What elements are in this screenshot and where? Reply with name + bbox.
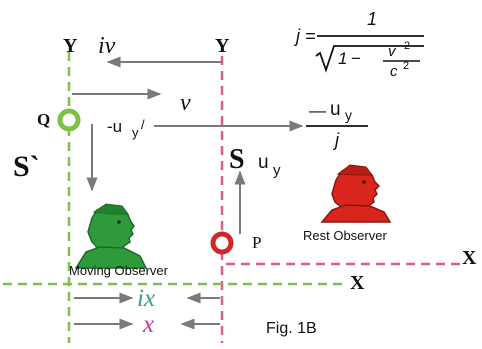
formula-v: v	[388, 43, 397, 60]
rest-observer-figure	[320, 164, 392, 223]
frame-s-label: S	[229, 144, 245, 175]
neg-uy-prime-sub: y	[132, 125, 139, 140]
point-q-label: Q	[37, 110, 50, 129]
formula-radical-sign	[315, 45, 424, 73]
velocity-iv-label: iv	[98, 33, 116, 59]
uy-sub-label: y	[273, 162, 281, 179]
figure-caption: Fig. 1B	[266, 320, 317, 337]
moving-observer-figure	[74, 203, 148, 269]
formula-numerator: 1	[367, 9, 377, 29]
fraction-minus: —	[309, 101, 326, 120]
formula-c: c	[390, 63, 398, 80]
fraction-u-sub: y	[345, 107, 352, 123]
left-y-axis-label: Y	[63, 35, 78, 57]
right-y-axis-label: Y	[215, 35, 230, 57]
neg-uy-prime-label: -u	[107, 117, 122, 136]
neg-uy-prime-mark: /	[141, 117, 145, 132]
formula-v-exp: 2	[404, 40, 410, 52]
rest-observer-label: Rest Observer	[303, 228, 387, 243]
point-p-ring	[210, 231, 234, 255]
formula-radicand-minus: −	[351, 49, 361, 68]
left-x-axis-label: X	[350, 272, 365, 294]
right-x-axis-label: X	[462, 247, 477, 269]
formula-radicand-one: 1	[338, 49, 347, 68]
uy-label: u	[258, 152, 269, 173]
x-label: x	[142, 311, 154, 338]
moving-observer-label: Moving Observer	[69, 263, 169, 278]
fraction-denominator: j	[332, 130, 340, 150]
formula-c-exp: 2	[403, 60, 409, 72]
point-p-label: P	[252, 233, 261, 252]
ix-label: ix	[137, 285, 155, 312]
lorentz-factor-formula: j = 1 1 − v 2 c 2	[293, 9, 424, 80]
velocity-v-label: v	[180, 90, 191, 116]
transformed-velocity-fraction: — u y j	[306, 99, 368, 150]
fraction-u: u	[330, 99, 341, 120]
point-q-ring	[57, 108, 81, 132]
formula-lhs: j =	[293, 26, 316, 46]
frame-s-prime-label: S`	[13, 150, 40, 183]
